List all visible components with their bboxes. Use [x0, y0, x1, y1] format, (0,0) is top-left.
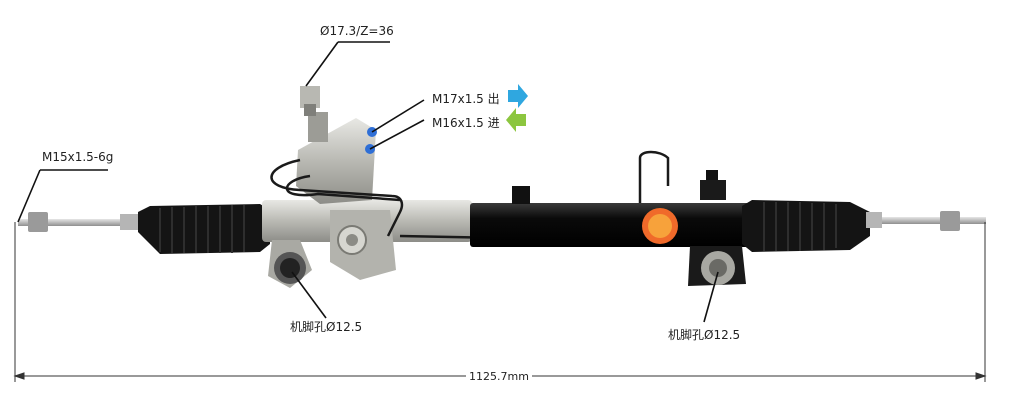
right-tie-rod: [866, 211, 986, 231]
outlet-port-label: M17x1.5 出: [432, 92, 500, 106]
sensor-connector: [512, 186, 530, 204]
right-mount-hole-label: 机脚孔Ø12.5: [668, 328, 741, 342]
arrow-left-icon: [506, 108, 526, 132]
sunburst-logo-icon: [642, 208, 678, 244]
leader-lines: [17, 41, 719, 323]
right-tie-rod-nut: [940, 211, 960, 231]
arrow-right-icon: [508, 84, 528, 108]
right-mount: [688, 246, 746, 286]
left-tie-rod: [18, 212, 140, 232]
inlet-port-label: M16x1.5 进: [432, 116, 500, 130]
tie-rod-thread-label: M15x1.5-6g: [42, 150, 114, 164]
left-mount-hole-label: 机脚孔Ø12.5: [290, 320, 363, 334]
left-bellows: [138, 204, 270, 254]
left-tie-rod-nut: [28, 212, 48, 232]
valve-body: [296, 86, 377, 204]
pinion-housing: [262, 200, 472, 288]
pinion-spec-label: Ø17.3/Z=36: [320, 24, 394, 38]
overall-length-label: 1125.7mm: [466, 370, 532, 383]
right-bellows: [742, 200, 870, 252]
rack-tube: [470, 170, 750, 247]
